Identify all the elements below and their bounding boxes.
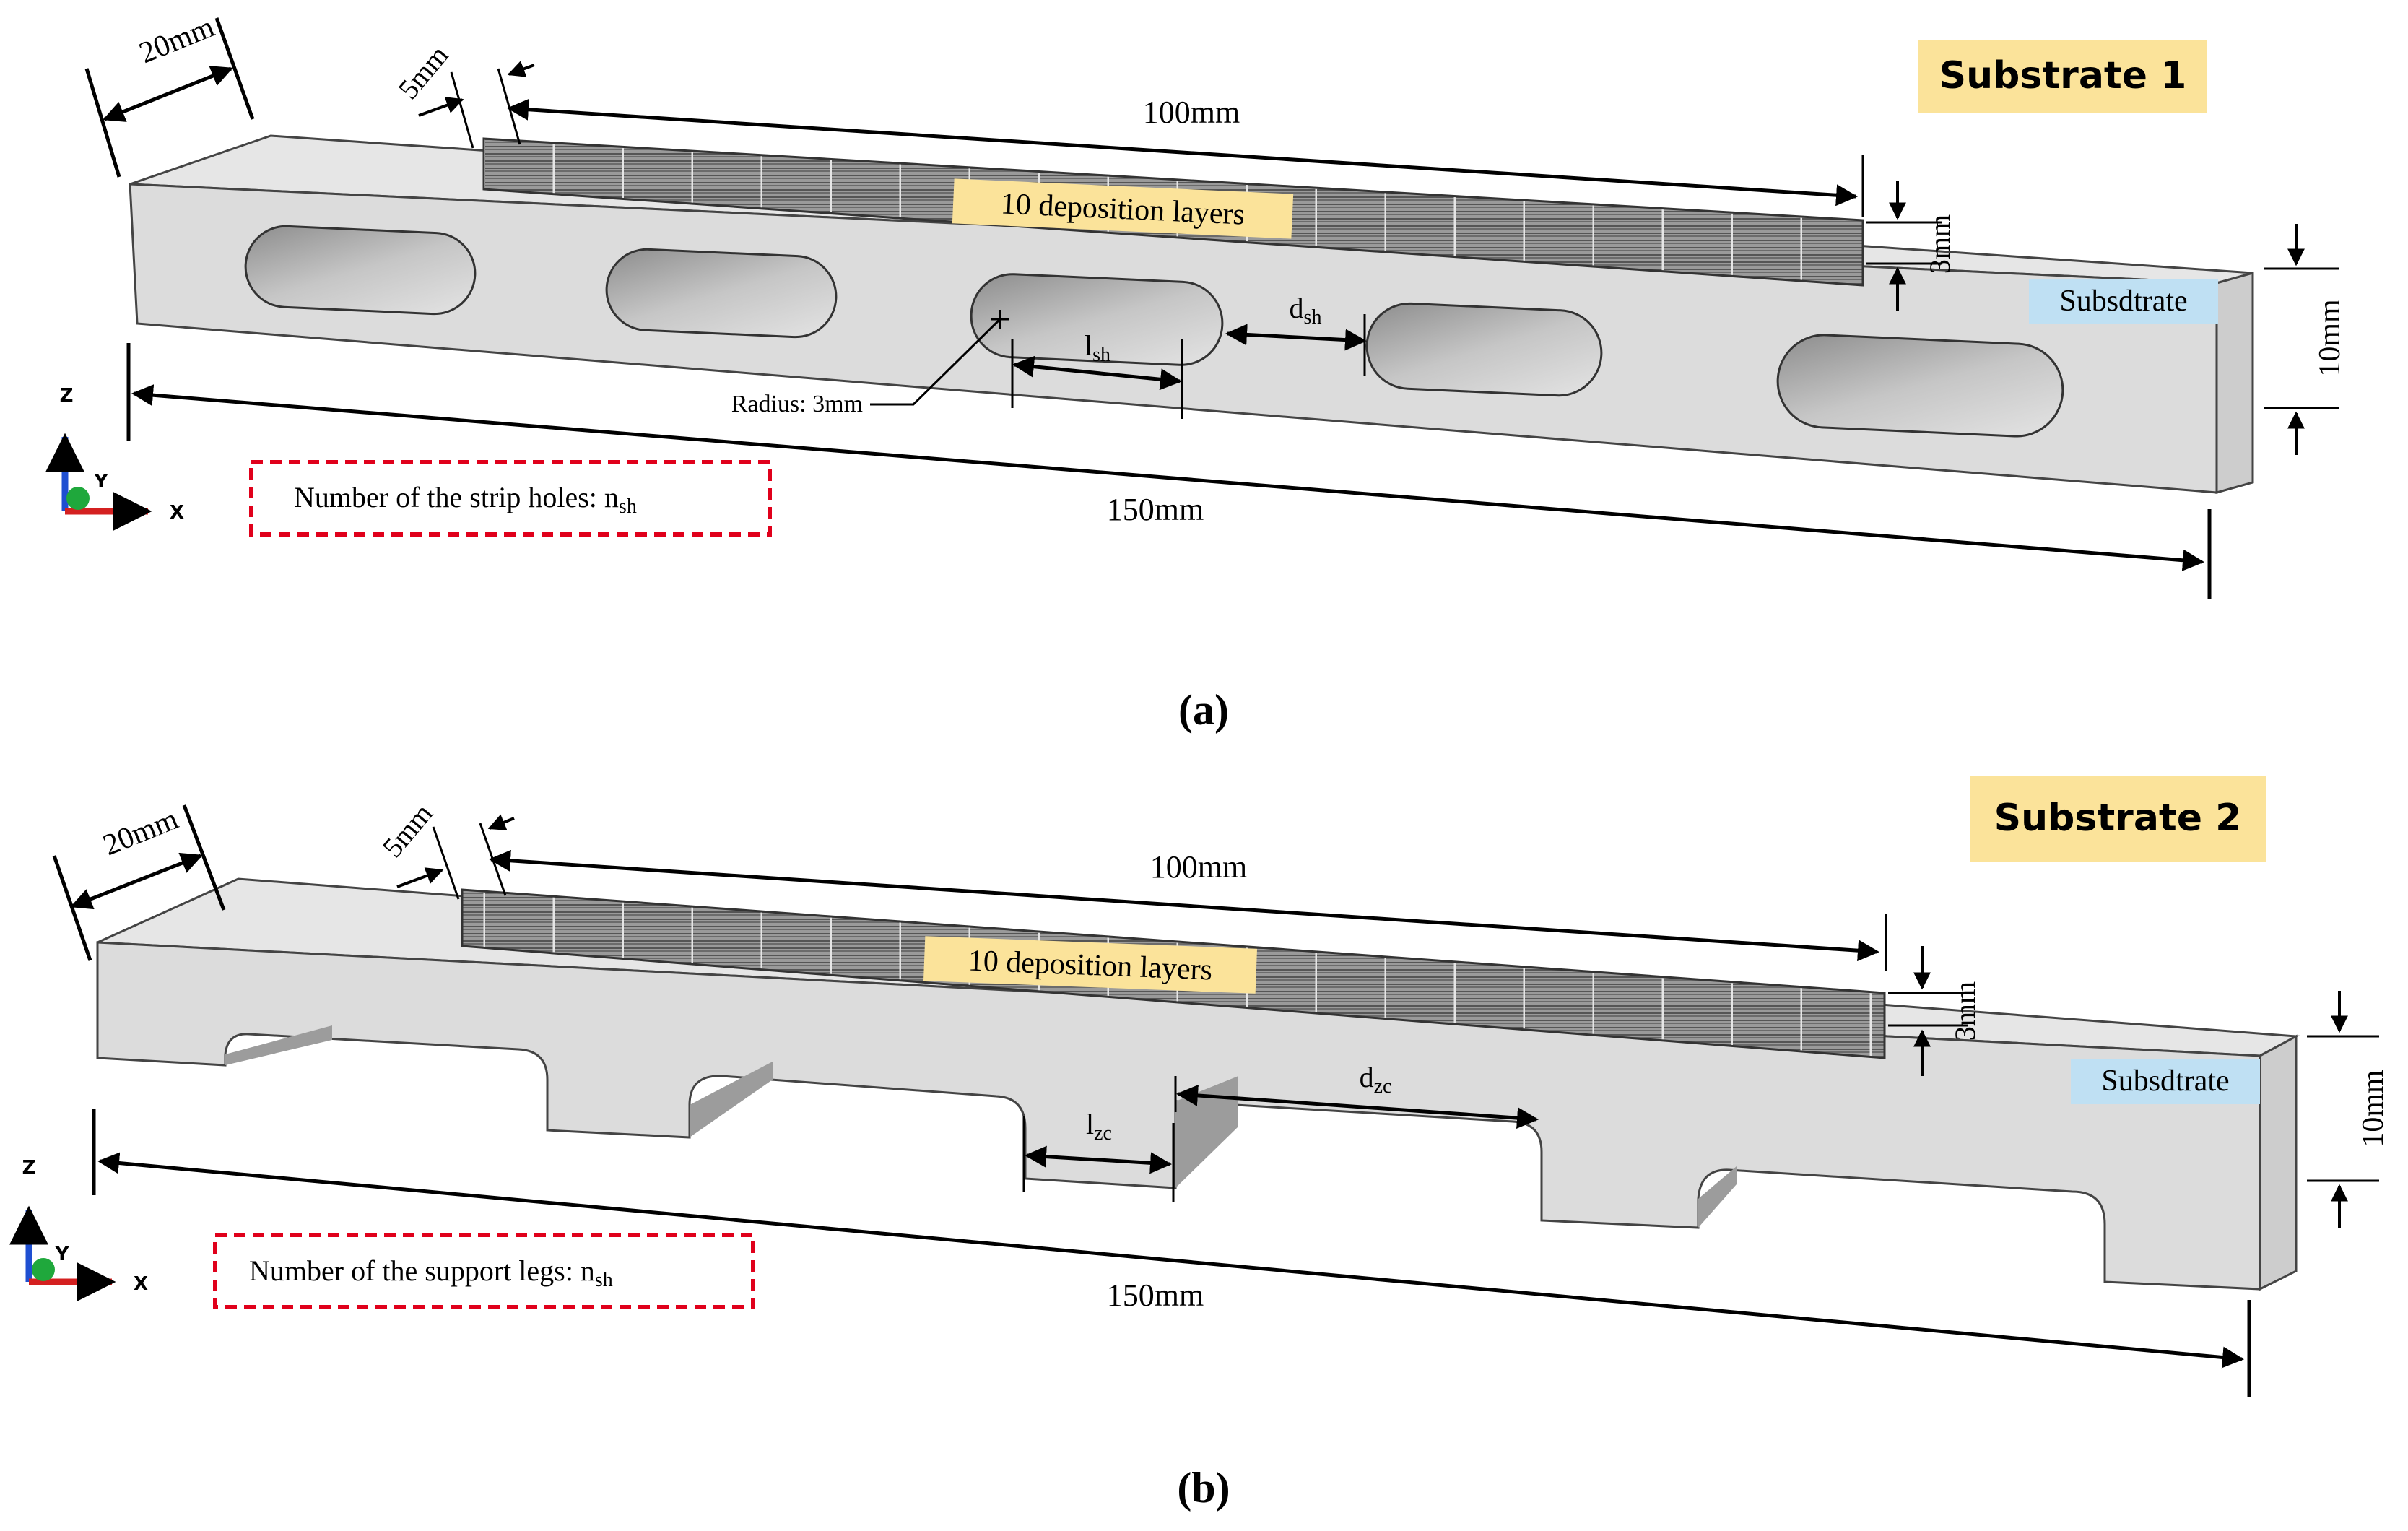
axis-x-label: X bbox=[170, 502, 184, 524]
dim-offset-label: 5mm bbox=[391, 39, 454, 105]
substrate-label: Subsdtrate bbox=[2101, 1064, 2229, 1098]
strip-hole bbox=[1365, 302, 1603, 397]
dim-width-ext2 bbox=[182, 804, 226, 911]
axis-y bbox=[66, 487, 90, 510]
dim-width-label: 20mm bbox=[135, 10, 219, 70]
dim-hole-spacing-label: dsh bbox=[1290, 292, 1322, 329]
dim-offset-arrow-left bbox=[396, 867, 444, 888]
axis-y-label: Y bbox=[55, 1244, 70, 1265]
dim-offset-ext2 bbox=[497, 68, 521, 145]
panel-title: Substrate 2 bbox=[1994, 797, 2242, 840]
count-label: Number of the strip holes: nsh bbox=[294, 481, 637, 518]
dim-length-arrow bbox=[97, 1152, 2244, 1369]
panel-title: Substrate 1 bbox=[1939, 54, 2187, 97]
dim-layer-length-label: 100mm bbox=[1150, 849, 1247, 885]
title-highlight bbox=[1970, 776, 2266, 862]
dim-layer-height-label: 3mm bbox=[1949, 981, 1981, 1041]
axis-z-label: Z bbox=[22, 1157, 36, 1179]
dim-layer-length-arrow bbox=[507, 98, 1858, 207]
dim-offset-arrow-right bbox=[507, 61, 535, 77]
count-label-box bbox=[213, 1233, 755, 1309]
dim-leg-length-arrow bbox=[1025, 1145, 1172, 1174]
strip-hole bbox=[1776, 334, 2064, 438]
count-label: Number of the support legs: nsh bbox=[249, 1254, 613, 1291]
radius-label: Radius: 3mm bbox=[731, 391, 863, 417]
substrate-label-highlight bbox=[2029, 279, 2218, 324]
dim-height-label: 10mm bbox=[2357, 1070, 2390, 1148]
dim-leg-spacing-label: dzc bbox=[1360, 1061, 1392, 1098]
dim-leg-length-label: lzc bbox=[1086, 1108, 1112, 1145]
dim-length-label: 150mm bbox=[1107, 1278, 1204, 1313]
dim-width-label: 20mm bbox=[99, 802, 183, 862]
dim-length-label: 150mm bbox=[1107, 492, 1204, 527]
dim-length-arrow bbox=[131, 384, 2204, 571]
substrate-label: Subsdtrate bbox=[2059, 285, 2187, 318]
radius-leader bbox=[870, 318, 1001, 406]
dim-hole-length-label: lsh bbox=[1085, 329, 1110, 366]
substrate-end-face bbox=[2215, 272, 2254, 494]
axes-triad: Z Y X bbox=[9, 1157, 148, 1301]
panel-caption: (b) bbox=[1177, 1464, 1230, 1512]
leg-inner-face bbox=[225, 1025, 332, 1065]
dim-layer-length-label: 100mm bbox=[1143, 95, 1240, 130]
dim-leg-spacing-arrow bbox=[1176, 1084, 1539, 1129]
dim-width-ext1 bbox=[52, 855, 92, 961]
dim-layer-height-label: 3mm bbox=[1924, 214, 1956, 274]
dim-width-arrow bbox=[103, 66, 233, 122]
dim-height-label: 10mm bbox=[2313, 299, 2347, 377]
dim-hole-length-arrow bbox=[1012, 355, 1182, 391]
strip-hole bbox=[605, 248, 838, 339]
panel-a: 10 deposition layers 20mm 5mm 100mm 3mm … bbox=[45, 10, 2347, 734]
dim-width-ext2 bbox=[214, 17, 255, 120]
axis-y bbox=[32, 1258, 55, 1281]
axis-y-label: Y bbox=[94, 471, 109, 493]
dim-offset-arrow-left bbox=[418, 97, 464, 117]
strip-hole bbox=[244, 225, 477, 316]
dim-offset-label: 5mm bbox=[375, 797, 438, 864]
substrate-end-face bbox=[2259, 1034, 2298, 1291]
dim-offset-ext1 bbox=[450, 71, 474, 149]
dim-offset-arrow-right bbox=[487, 814, 515, 830]
panel-caption: (a) bbox=[1178, 686, 1229, 734]
dim-width-arrow bbox=[70, 852, 203, 910]
axis-x-label: X bbox=[134, 1273, 148, 1295]
count-label-box bbox=[249, 460, 772, 537]
dim-offset-ext1 bbox=[432, 826, 460, 900]
substrate-label-highlight bbox=[2071, 1059, 2260, 1104]
axes-triad: Z Y X bbox=[45, 385, 184, 531]
panel-b: 10 deposition layers 20mm 5mm 100mm 3mm … bbox=[9, 776, 2390, 1512]
dim-width-ext1 bbox=[84, 68, 121, 178]
dim-layer-length-arrow bbox=[489, 849, 1879, 962]
title-highlight bbox=[1918, 40, 2207, 113]
axis-z-label: Z bbox=[60, 385, 74, 407]
leg-inner-face bbox=[690, 1062, 773, 1137]
dim-hole-spacing-arrow bbox=[1225, 324, 1367, 351]
